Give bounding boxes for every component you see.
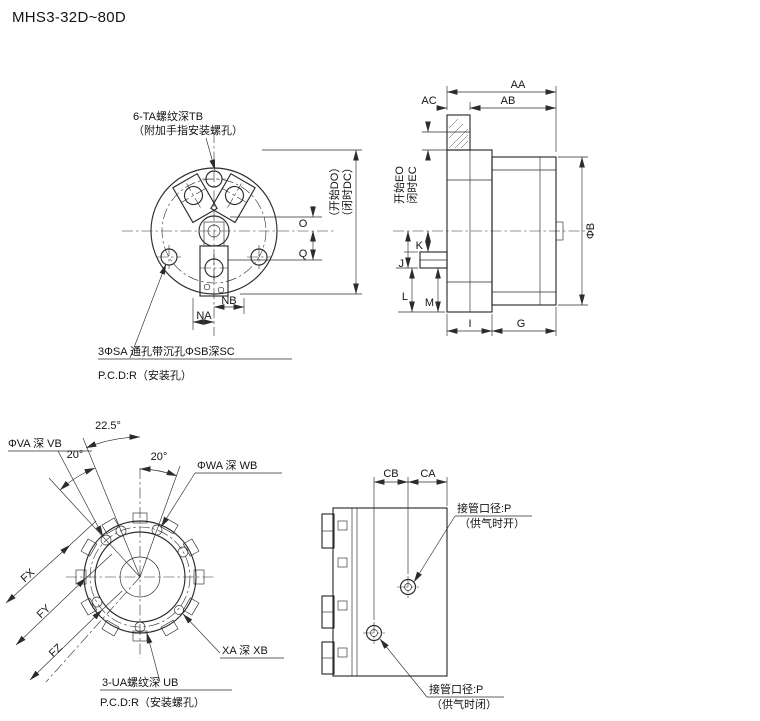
ua-callout: 3-UA螺纹深 UB P.C.D:R（安装螺孔） [100,632,232,709]
front-pcd-label: P.C.D:R（安装孔） [98,368,192,382]
front-hole-label: 3ΦSA 通孔带沉孔ΦSB深SC [98,345,235,358]
dim-g-label: G [517,318,526,330]
xa-label: XA 深 XB [222,644,268,657]
dim-kjlm: K J L M [396,230,445,313]
bottom-pcd-label: P.C.D:R（安装螺孔） [100,695,205,709]
dim-ec-label: 闭时EC [406,166,419,203]
port-close-note: （供气时闭） [431,697,497,711]
front-body-outline [150,167,278,295]
front-view: 6-TA螺纹深TB （附加手指安装螺孔） O Q （开始DO） （闭时DC） N… [98,109,362,382]
finger-upper-left [172,172,218,224]
dim-aa-label: AA [511,79,526,91]
va-label: ΦVA 深 VB [8,437,62,450]
mount-hole-top [202,170,226,188]
wa-callout: ΦWA 深 WB [160,459,282,528]
dim-cb-ca: CB CA [373,468,448,620]
dim-nb-label: NB [221,295,236,307]
dim-eo-ec: 开始EO 闭时EC [392,121,447,204]
dim-dc-label: （闭时DC） [341,162,354,222]
dim-cb-label: CB [383,468,398,480]
dim-phi-b: ΦB [558,156,597,306]
piping-body-outline [321,507,448,677]
xa-callout: XA 深 XB [182,613,284,659]
dim-na-nb: NB NA [192,295,245,330]
dim-fy-label: FY [35,602,54,621]
va-callout: ΦVA 深 VB [8,437,104,537]
page-title: MHS3-32D~80D [12,9,126,26]
mount-hole-left [157,245,181,269]
dim-fz-label: FZ [47,642,65,660]
mount-hole-right [247,245,271,269]
angle-20-left-label: 20° [67,449,84,461]
bottom-centerlines [45,468,216,683]
dim-b-label: ΦB [585,223,597,239]
port-open [397,576,419,598]
dim-o-q: O Q [228,206,322,261]
port-close-label: 接管口径:P [429,682,483,696]
dim-do-label: （开始DO） [327,162,341,223]
front-thread-label: 6-TA螺纹深TB [133,109,203,123]
dim-na-label: NA [196,310,212,322]
dim-ac-ab: AC AB [421,95,557,111]
dim-q-label: Q [299,248,308,260]
dim-o-label: O [299,218,308,230]
port-open-note: （供气时开） [459,516,525,530]
dim-m-label: M [425,297,434,309]
piping-view: CB CA 接管口径:P （供气时开） 接管口径:P （供气时闭） [321,468,532,711]
dim-l-label: L [402,291,408,303]
dim-ac-label: AC [421,95,436,107]
finger-upper-right [210,172,256,224]
angle-225-label: 22.5° [95,420,121,432]
port-close [363,622,385,644]
port-open-label: 接管口径:P [457,501,511,515]
dim-ab-label: AB [501,95,516,107]
side-body-outline [419,114,564,313]
dim-ca-label: CA [420,468,436,480]
dim-j-label: J [399,258,405,270]
port-open-callout: 接管口径:P （供气时开） [413,501,532,583]
finger-lower [199,245,229,297]
front-hole-callout: 3ΦSA 通孔带沉孔ΦSB深SC P.C.D:R（安装孔） [98,263,292,382]
wa-label: ΦWA 深 WB [197,459,257,472]
dim-do-dc: （开始DO） （闭时DC） [240,149,362,295]
angle-20-right-label: 20° [151,451,168,463]
dim-i-g: I G [446,307,557,336]
dim-fx-label: FX [19,566,38,585]
angle-rays: 22.5° 20° 20° [48,420,181,578]
bottom-face-view: 22.5° 20° 20° [5,420,284,709]
dim-eo-label: 开始EO [392,166,406,204]
bottom-body-outline [75,512,205,642]
dim-k-label: K [416,240,424,252]
front-thread-callout: 6-TA螺纹深TB （附加手指安装螺孔） [133,109,243,171]
front-thread-note: （附加手指安装螺孔） [133,123,243,137]
port-close-callout: 接管口径:P （供气时闭） [379,638,504,711]
side-view: AA AC AB 开始EO 闭时EC ΦB K [392,79,597,336]
ua-label: 3-UA螺纹深 UB [102,675,178,689]
dim-i-label: I [468,318,471,330]
